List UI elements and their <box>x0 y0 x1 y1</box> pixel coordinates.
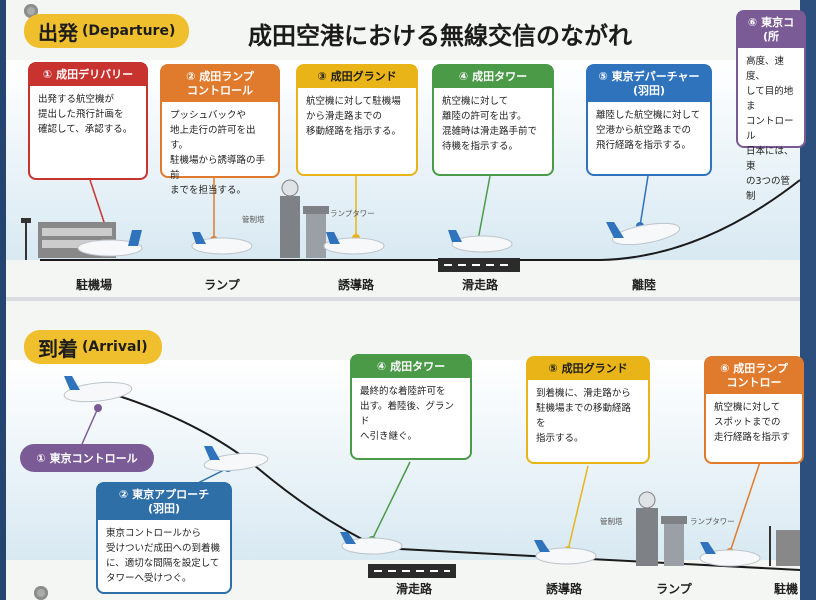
card-body: 出発する航空機が 提出した飛行計画を 確認して、承認する。 <box>38 94 133 135</box>
card-header: ⑤ 成田グランド <box>528 358 648 380</box>
card-body: 離陸した航空機に対して 空港から航空路までの 飛行経路を指示する。 <box>596 110 701 151</box>
ramp-tower-label: ランプタワー <box>330 209 375 218</box>
arrival-label-sub: (Arrival) <box>82 339 148 355</box>
arr-ground-label-taxiway: 誘導路 <box>545 582 582 596</box>
ramp-tower <box>306 212 326 258</box>
arr-ground-label-ramp: ランプ <box>656 582 692 596</box>
card-body: プッシュバックや 地上走行の許可を出す。 駐機場から誘導路の手前 までを担当する… <box>170 110 266 196</box>
card-header: ① 成田デリバリー <box>30 64 146 86</box>
leader-line-departure <box>639 175 649 227</box>
page-title: 成田空港における無線交信のながれ <box>248 22 632 50</box>
card-header: ④ 成田タワー <box>352 356 470 378</box>
card-arr-narita-ramp: ⑥ 成田ランプ コントロー 航空機に対して スポットまでの 走行経路を指示す <box>704 356 804 464</box>
card-header: ⑥ 東京コ (所 <box>738 12 804 48</box>
airplane-icon <box>77 222 681 257</box>
leader-line-tower <box>477 175 491 241</box>
card-arr-narita-ground: ⑤ 成田グランド 到着機に、滑走路から 駐機場までの移動経路を 指示する。 <box>526 356 650 464</box>
arr-ground-label-apron: 駐機 <box>773 582 798 596</box>
arr-control-tower <box>636 508 658 566</box>
departure-section-label: 出発 (Departure) <box>24 14 190 48</box>
arrival-runway <box>368 564 456 578</box>
departure-label-main: 出発 <box>38 20 78 45</box>
ground-label-ramp: ランプ <box>204 278 240 292</box>
leader-line-control <box>81 407 99 445</box>
leader-line-arr-ground <box>567 465 589 551</box>
card-body: 東京コントロールから 受けついだ成田への到着機 に、適切な間隔を設定して タワー… <box>106 528 221 584</box>
card-tokyo-control: ⑥ 東京コ (所 高度、速度、 して目的地ま コントロール 日本には、東 の3つ… <box>736 10 806 202</box>
control-tower-dome <box>281 179 299 197</box>
card-header: ② 東京アプローチ (羽田) <box>98 484 230 520</box>
ground-label-takeoff: 離陸 <box>631 278 656 292</box>
card-header: ④ 成田タワー <box>434 66 552 88</box>
pill-tokyo-control: ① 東京コントロール <box>20 444 154 472</box>
ground-label-runway: 滑走路 <box>461 278 498 292</box>
card-header: ② 成田ランプ コントロール <box>162 66 278 102</box>
card-header: ⑤ 東京デパーチャー (羽田) <box>588 66 710 102</box>
card-body: 高度、速度、 して目的地ま コントロール 日本には、東 の3つの管制 <box>746 56 794 202</box>
card-header: ③ 成田グランド <box>298 66 416 88</box>
control-tower-label: 管制塔 <box>242 215 265 224</box>
arr-ramp-tower <box>664 522 684 566</box>
card-body: 到着機に、滑走路から 駐機場までの移動経路を 指示する。 <box>536 388 632 444</box>
arrival-label-main: 到着 <box>38 336 78 361</box>
card-narita-delivery: ① 成田デリバリー 出発する航空機が 提出した飛行計画を 確認して、承認する。 <box>28 62 148 180</box>
card-body: 最終的な着陸許可を 出す。着陸後、グランド へ引き継ぐ。 <box>360 386 455 442</box>
ground-label-apron: 駐機場 <box>75 278 112 292</box>
card-arr-narita-tower: ④ 成田タワー 最終的な着陸許可を 出す。着陸後、グランド へ引き継ぐ。 <box>350 354 472 460</box>
card-tokyo-departure: ⑤ 東京デパーチャー (羽田) 離陸した航空機に対して 空港から航空路までの 飛… <box>586 64 712 176</box>
arr-control-tower-label: 管制塔 <box>600 517 623 526</box>
arrival-route-line <box>99 389 801 571</box>
card-narita-tower: ④ 成田タワー 航空機に対して 離陸の許可を出す。 混雑時は滑走路手前で 待機を… <box>432 64 554 176</box>
departure-label-sub: (Departure) <box>82 23 176 39</box>
card-tokyo-approach: ② 東京アプローチ (羽田) 東京コントロールから 受けついだ成田への到着機 に… <box>96 482 232 594</box>
arr-ramp-tower-label: ランプタワー <box>690 517 735 526</box>
arr-ground-label-runway: 滑走路 <box>395 582 432 596</box>
control-tower <box>280 196 300 258</box>
arrival-section-label: 到着 (Arrival) <box>24 330 162 364</box>
card-narita-ramp-control: ② 成田ランプ コントロール プッシュバックや 地上走行の許可を出す。 駐機場か… <box>160 64 280 196</box>
leader-line-arr-ramp <box>729 461 761 553</box>
card-body: 航空機に対して 離陸の許可を出す。 混雑時は滑走路手前で 待機を指示する。 <box>442 96 538 152</box>
card-header: ⑥ 成田ランプ コントロー <box>706 358 802 394</box>
screw-icon <box>34 586 48 600</box>
section-divider <box>6 297 800 301</box>
board-frame <box>0 0 6 600</box>
leader-line-arr-tower <box>371 461 411 541</box>
card-body: 航空機に対して スポットまでの 走行経路を指示す <box>714 402 791 443</box>
card-narita-ground: ③ 成田グランド 航空機に対して駐機場 から滑走路までの 移動経路を指示する。 <box>296 64 418 176</box>
arr-terminal <box>776 530 800 566</box>
card-body: 航空機に対して駐機場 から滑走路までの 移動経路を指示する。 <box>306 96 402 137</box>
ground-label-taxiway: 誘導路 <box>337 278 374 292</box>
departure-route-line <box>40 179 801 261</box>
